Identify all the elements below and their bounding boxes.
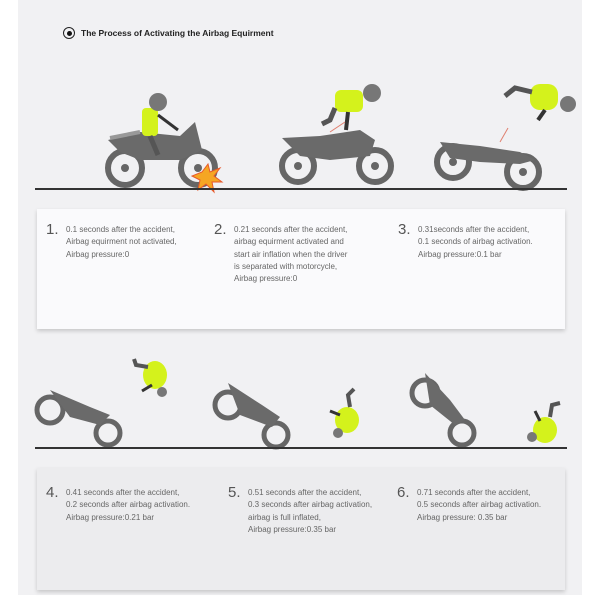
step-text: 0.51 seconds after the accident, 0.3 sec… (248, 488, 373, 534)
steps-card-bottom (37, 468, 565, 590)
step-5: 5. 0.51 seconds after the accident, 0.3 … (228, 484, 373, 536)
step-number: 4. (46, 484, 59, 501)
stage-3-illustration (434, 84, 576, 191)
step-text: 0.1 seconds after the accident, Airbag e… (66, 225, 177, 259)
stage-2-illustration (279, 84, 394, 185)
stage-4-illustration (34, 358, 167, 448)
ground-line-bottom (35, 447, 567, 449)
step-3: 3. 0.31seconds after the accident, 0.1 s… (398, 222, 533, 261)
steps-card-top (37, 209, 565, 329)
step-number: 2. (214, 221, 227, 238)
airbag-vest-icon (335, 407, 359, 433)
step-number: 5. (228, 484, 241, 501)
airbag-vest-icon (533, 417, 557, 443)
diagram-title: The Process of Activating the Airbag Equ… (81, 28, 274, 38)
step-text: 0.71 seconds after the accident, 0.5 sec… (417, 488, 542, 522)
stage-6-illustration (409, 373, 561, 448)
airbag-vest-icon (530, 84, 558, 110)
airbag-vest-icon (143, 361, 167, 389)
step-number: 3. (398, 221, 411, 238)
step-number: 6. (397, 484, 410, 501)
step-1: 1. 0.1 seconds after the accident, Airba… (46, 222, 177, 261)
spark-icon (190, 162, 224, 194)
step-4: 4. 0.41 seconds after the accident, 0.2 … (46, 485, 190, 524)
step-number: 1. (46, 221, 59, 238)
top-row-illustrations (105, 84, 576, 194)
stage-5-illustration (212, 383, 359, 450)
bottom-row-illustrations (34, 358, 561, 450)
diagram-header: The Process of Activating the Airbag Equ… (63, 27, 274, 39)
step-text: 0.21 seconds after the accident, airbag … (234, 225, 348, 284)
step-text: 0.41 seconds after the accident, 0.2 sec… (66, 488, 191, 522)
stage-1-illustration (105, 93, 224, 194)
airbag-vest-icon (142, 108, 158, 136)
ground-line-top (35, 188, 567, 190)
airbag-vest-icon (335, 90, 363, 112)
step-6: 6. 0.71 seconds after the accident, 0.5 … (397, 485, 541, 524)
step-text: 0.31seconds after the accident, 0.1 seco… (418, 225, 533, 259)
step-2: 2. 0.21 seconds after the accident, airb… (214, 221, 348, 285)
radio-selected-icon (63, 27, 75, 39)
